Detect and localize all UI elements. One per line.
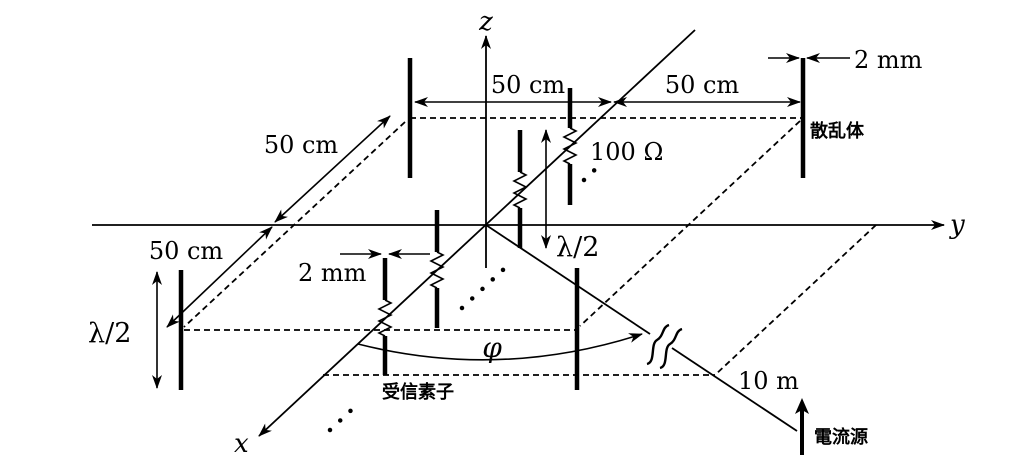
x-axis-label: x	[234, 429, 249, 459]
dashed-source-y-projection	[714, 224, 877, 376]
dim-arrow-left-lower	[166, 226, 273, 328]
dimension-annotations: 50 cm 50 cm 50 cm 50 cm 2 mm 2 mm λ/2 λ/…	[88, 46, 923, 389]
receiving-element-1	[377, 258, 393, 375]
scatterer-label: 散乱体	[810, 120, 865, 142]
source-direction-line-far	[671, 347, 798, 432]
length-label-receiver: λ/2	[556, 232, 599, 263]
source-line: 10 m 電流源	[485, 224, 868, 455]
array-continuation-dots-lower	[327, 399, 363, 433]
array-continuation-dots-center	[459, 265, 508, 311]
angle-label: φ	[482, 331, 502, 364]
y-axis-label: y	[949, 210, 965, 240]
angle-arc-arrow	[357, 333, 643, 361]
receiver-label: 受信素子	[382, 381, 454, 403]
dim-label-top-right: 50 cm	[665, 71, 740, 99]
gap-label-left: 2 mm	[298, 259, 367, 287]
dim-arrow-left-upper	[274, 115, 391, 223]
resistor-zigzag	[377, 299, 393, 337]
gap-label-top: 2 mm	[854, 46, 923, 74]
length-label-scatterer: λ/2	[88, 318, 131, 349]
load-resistance-label: 100 Ω	[590, 138, 663, 166]
line-break-mark-1	[646, 323, 670, 366]
dashed-right-diagonal	[579, 120, 801, 327]
receiving-element-3	[512, 130, 528, 248]
resistor-zigzag	[429, 251, 445, 289]
angle-annotation: φ	[357, 331, 643, 364]
dim-label-top-left: 50 cm	[491, 71, 566, 99]
dim-label-left-upper: 50 cm	[264, 131, 339, 159]
array-continuation-dots-upper	[581, 160, 605, 183]
receiving-element-2	[429, 210, 445, 328]
resistor-zigzag	[512, 171, 528, 209]
resistor-zigzag	[562, 127, 578, 165]
receiving-elements: 受信素子 100 Ω	[327, 88, 663, 433]
line-break-mark-2	[659, 327, 683, 370]
receiving-element-4	[562, 88, 578, 205]
dim-label-left-lower: 50 cm	[149, 237, 224, 265]
source-distance-label: 10 m	[738, 367, 799, 395]
current-source-label: 電流源	[814, 426, 868, 448]
scatterers: 散乱体	[178, 58, 865, 390]
z-axis-label: z	[478, 7, 493, 37]
source-direction-line-near	[485, 224, 651, 335]
